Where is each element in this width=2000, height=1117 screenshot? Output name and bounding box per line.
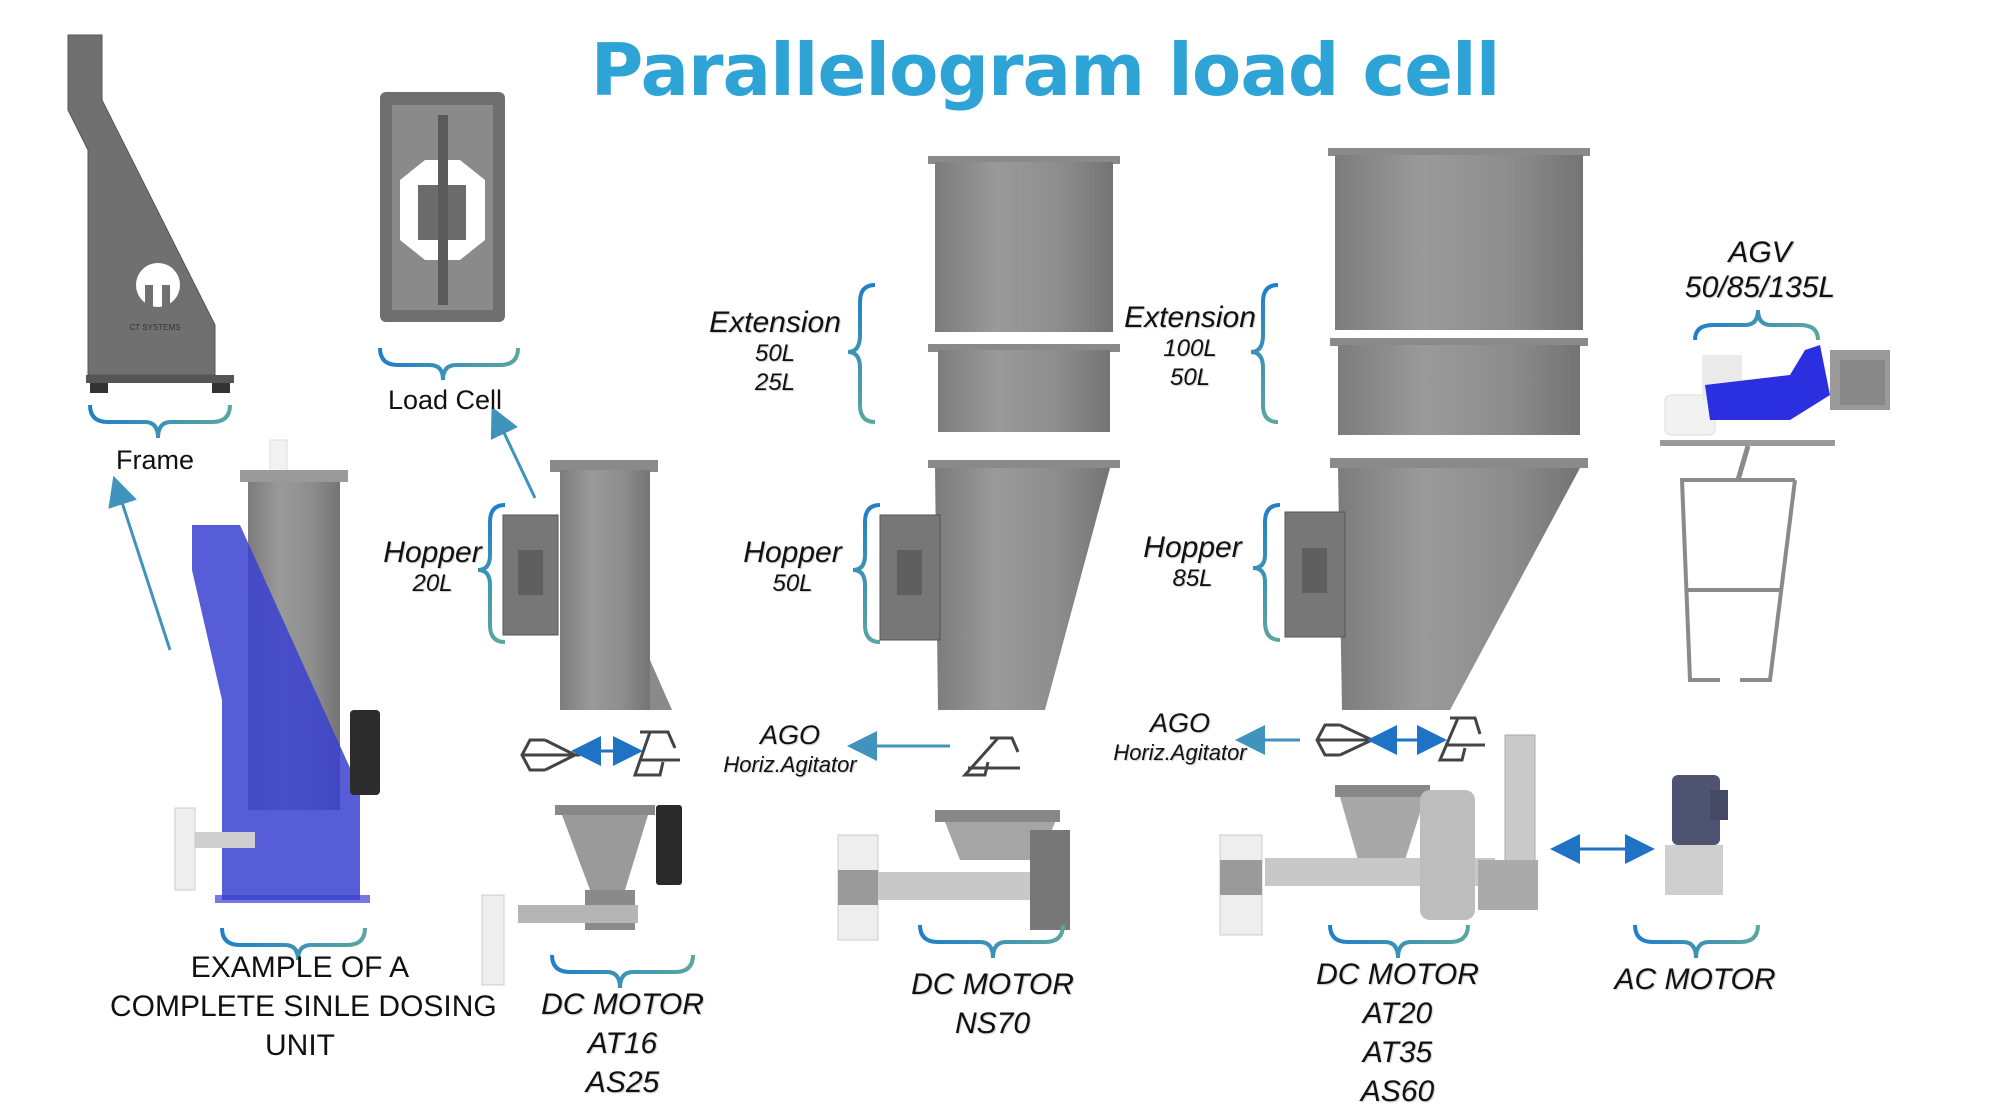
frame-brace <box>88 404 232 439</box>
hopper-50l-image <box>879 460 1120 710</box>
motor-small-name: DC MOTOR <box>541 988 704 1021</box>
extension-a-image <box>928 156 1120 432</box>
ago-a-desc: Horiz.Agitator <box>723 751 857 777</box>
motor-large-label: DC MOTOR AT20 AT35 AS60 <box>1315 955 1480 1111</box>
page-title: Parallelogram load cell <box>590 28 1501 112</box>
load-cell-brace <box>378 347 520 381</box>
hopper-85l-name: Hopper <box>1143 531 1242 564</box>
motor-small-label: DC MOTOR AT16 AS25 <box>540 985 705 1102</box>
hopper-85l-size: 85L <box>1172 565 1213 593</box>
hopper-50l-name: Hopper <box>743 536 842 569</box>
ago-b-name: AGO <box>1149 708 1210 738</box>
extension-a-name: Extension <box>709 306 841 339</box>
ago-b-desc: Horiz.Agitator <box>1113 739 1247 765</box>
agitator-small-image <box>520 730 680 777</box>
agv-name: AGV <box>1728 236 1792 269</box>
ago-b-label: AGO Horiz.Agitator <box>1095 708 1265 766</box>
motor-small-brace <box>550 954 695 989</box>
motor-large-model-2: AT35 <box>1362 1036 1433 1069</box>
extension-a-label: Extension 50L 25L <box>705 305 845 397</box>
dosing-unit-mid-image <box>837 810 1070 941</box>
dosing-unit-small-image <box>481 805 682 986</box>
extension-b-size-1: 100L <box>1163 335 1217 363</box>
frame-label: Frame <box>115 445 194 475</box>
frame-image: CT SYSTEMS <box>67 34 234 393</box>
hopper-20l-image <box>502 460 672 710</box>
extension-b-name: Extension <box>1124 301 1256 334</box>
agv-image <box>1660 345 1890 682</box>
extension-b-image <box>1328 148 1590 435</box>
example-line-2: COMPLETE SINLE DOSING <box>110 990 497 1023</box>
motor-ac-label: AC MOTOR <box>1614 963 1776 996</box>
extension-b-brace <box>1250 283 1279 424</box>
extension-a-size-1: 50L <box>754 340 796 368</box>
motor-large-brace <box>1328 924 1470 959</box>
motor-large-model-1: AT20 <box>1362 997 1433 1030</box>
hopper-85l-brace <box>1252 503 1281 642</box>
extension-a-brace <box>847 283 876 424</box>
agv-brace <box>1693 309 1820 341</box>
arrow-to-frame <box>108 475 172 651</box>
extension-a-size-2: 25L <box>754 368 796 396</box>
agv-sizes: 50/85/135L <box>1684 271 1836 305</box>
hopper-20l-brace <box>477 503 506 644</box>
hopper-50l-brace <box>852 503 881 644</box>
unit-brace <box>220 927 367 961</box>
frame-logo-text: CT SYSTEMS <box>130 323 181 332</box>
agitator-mid-image <box>961 736 1020 777</box>
hopper-85l-image <box>1284 458 1588 710</box>
load-cell-label: Load Cell <box>387 385 503 415</box>
hopper-20l-name: Hopper <box>383 536 482 569</box>
motor-mid-brace <box>918 924 1065 959</box>
hopper-20l-label: Hopper 20L <box>380 535 485 599</box>
motor-mid-name: DC MOTOR <box>911 968 1074 1001</box>
extension-b-label: Extension 100L 50L <box>1120 300 1260 392</box>
arrow-to-load-cell <box>490 406 537 499</box>
motor-small-model-1: AT16 <box>587 1027 658 1060</box>
ago-a-name: AGO <box>759 720 820 750</box>
dosing-unit-large-image <box>1219 734 1538 936</box>
agv-label: AGV 50/85/135L <box>1670 235 1850 306</box>
motor-ac-brace <box>1633 924 1760 959</box>
motor-large-name: DC MOTOR <box>1316 958 1479 991</box>
example-line-3: UNIT <box>265 1029 335 1062</box>
example-line-1: EXAMPLE OF A <box>190 951 410 984</box>
hopper-50l-size: 50L <box>772 570 813 598</box>
example-label: EXAMPLE OF A COMPLETE SINLE DOSING UNIT <box>110 948 497 1065</box>
complete-unit-image <box>174 439 380 903</box>
extension-b-size-2: 50L <box>1169 363 1211 391</box>
hopper-50l-label: Hopper 50L <box>740 535 845 599</box>
load-cell-image <box>380 92 505 322</box>
motor-mid-model-1: NS70 <box>954 1007 1031 1040</box>
motor-small-model-2: AS25 <box>585 1066 660 1099</box>
ac-motor-image <box>1665 775 1728 895</box>
hopper-85l-label: Hopper 85L <box>1140 530 1245 594</box>
hopper-20l-size: 20L <box>412 570 453 598</box>
motor-mid-label: DC MOTOR NS70 <box>910 965 1075 1043</box>
motor-large-model-3: AS60 <box>1360 1075 1435 1108</box>
ago-a-label: AGO Horiz.Agitator <box>705 720 875 778</box>
